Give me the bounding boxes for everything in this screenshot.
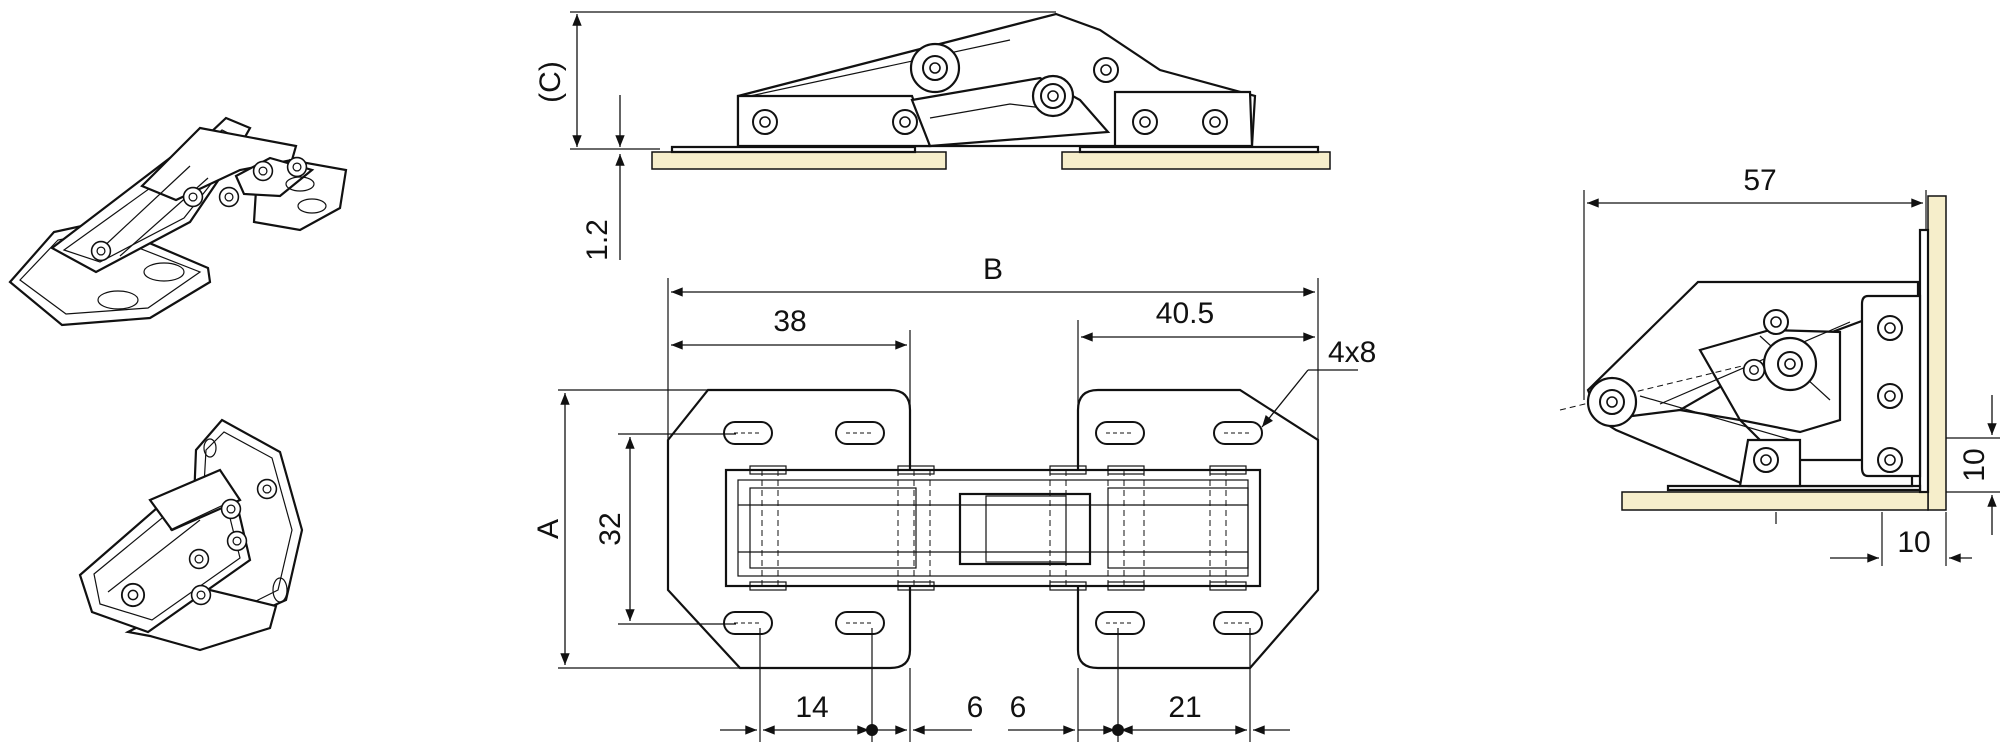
screw-hole-icon: [1753, 447, 1779, 473]
mounting-slot-icon: [1213, 421, 1263, 445]
mounting-slot-icon: [835, 611, 885, 635]
mounting-slot-icon: [723, 421, 773, 445]
door-panel: [1927, 195, 1947, 511]
screw-hole-icon: [1599, 389, 1625, 415]
screw-hole-icon: [252, 160, 274, 182]
dim-left-width-label: 38: [773, 305, 806, 338]
dim-offset-v-label: 10: [1958, 448, 1991, 481]
screw-hole-icon: [1202, 109, 1228, 135]
right-panel: [1061, 151, 1331, 170]
screw-hole-icon: [1877, 447, 1903, 473]
dim-depth-label: 57: [1743, 164, 1776, 197]
dim-gap-right-label: 6: [1010, 691, 1027, 724]
screw-hole-icon: [892, 109, 918, 135]
side-view-mounted: 57 10 10: [1559, 164, 2000, 566]
screw-hole-icon: [220, 498, 242, 520]
plan-view: B 38 40.5 4x8 A 32 14 6 6 21: [532, 253, 1376, 742]
screw-hole-icon: [286, 156, 308, 178]
mounting-slot-icon: [835, 421, 885, 445]
mounting-slot-icon: [1213, 611, 1263, 635]
cabinet-panel: [1621, 491, 1929, 511]
mounting-slot-icon: [1095, 611, 1145, 635]
dim-left-hole-offset-label: 14: [795, 691, 828, 724]
dim-slot-label: 4x8: [1328, 336, 1376, 369]
side-elevation: (C) 1.2: [534, 11, 1331, 261]
screw-hole-icon: [120, 582, 146, 608]
dim-c-label: (C): [534, 61, 567, 103]
isometric-view-closed: [78, 418, 304, 652]
screw-hole-icon: [1093, 57, 1119, 83]
screw-hole-icon: [226, 530, 248, 552]
left-panel: [651, 151, 947, 170]
screw-hole-icon: [1763, 309, 1789, 335]
screw-hole-icon: [1132, 109, 1158, 135]
screw-hole-icon: [1877, 315, 1903, 341]
screw-hole-icon: [218, 186, 240, 208]
dim-thickness-label: 1.2: [581, 219, 614, 261]
dim-a-label: A: [532, 519, 565, 539]
screw-hole-icon: [188, 548, 210, 570]
screw-hole-icon: [752, 109, 778, 135]
screw-hole-icon: [1742, 358, 1766, 382]
dim-right-hole-offset-label: 21: [1168, 691, 1201, 724]
dim-right-width-label: 40.5: [1156, 297, 1214, 330]
mounting-slot-icon: [1095, 421, 1145, 445]
mounting-slot-icon: [723, 611, 773, 635]
screw-hole-icon: [182, 186, 204, 208]
screw-hole-icon: [1040, 83, 1066, 109]
dim-b-label: B: [983, 253, 1003, 286]
screw-hole-icon: [922, 55, 948, 81]
screw-hole-icon: [1877, 383, 1903, 409]
dim-hole-spacing-label: 32: [594, 512, 627, 545]
screw-hole-icon: [256, 478, 278, 500]
dim-gap-left-label: 6: [967, 691, 984, 724]
screw-hole-icon: [190, 584, 212, 606]
screw-hole-icon: [1777, 351, 1803, 377]
isometric-view-open: [8, 116, 348, 327]
screw-hole-icon: [90, 240, 112, 262]
dim-offset-h-label: 10: [1897, 526, 1930, 559]
